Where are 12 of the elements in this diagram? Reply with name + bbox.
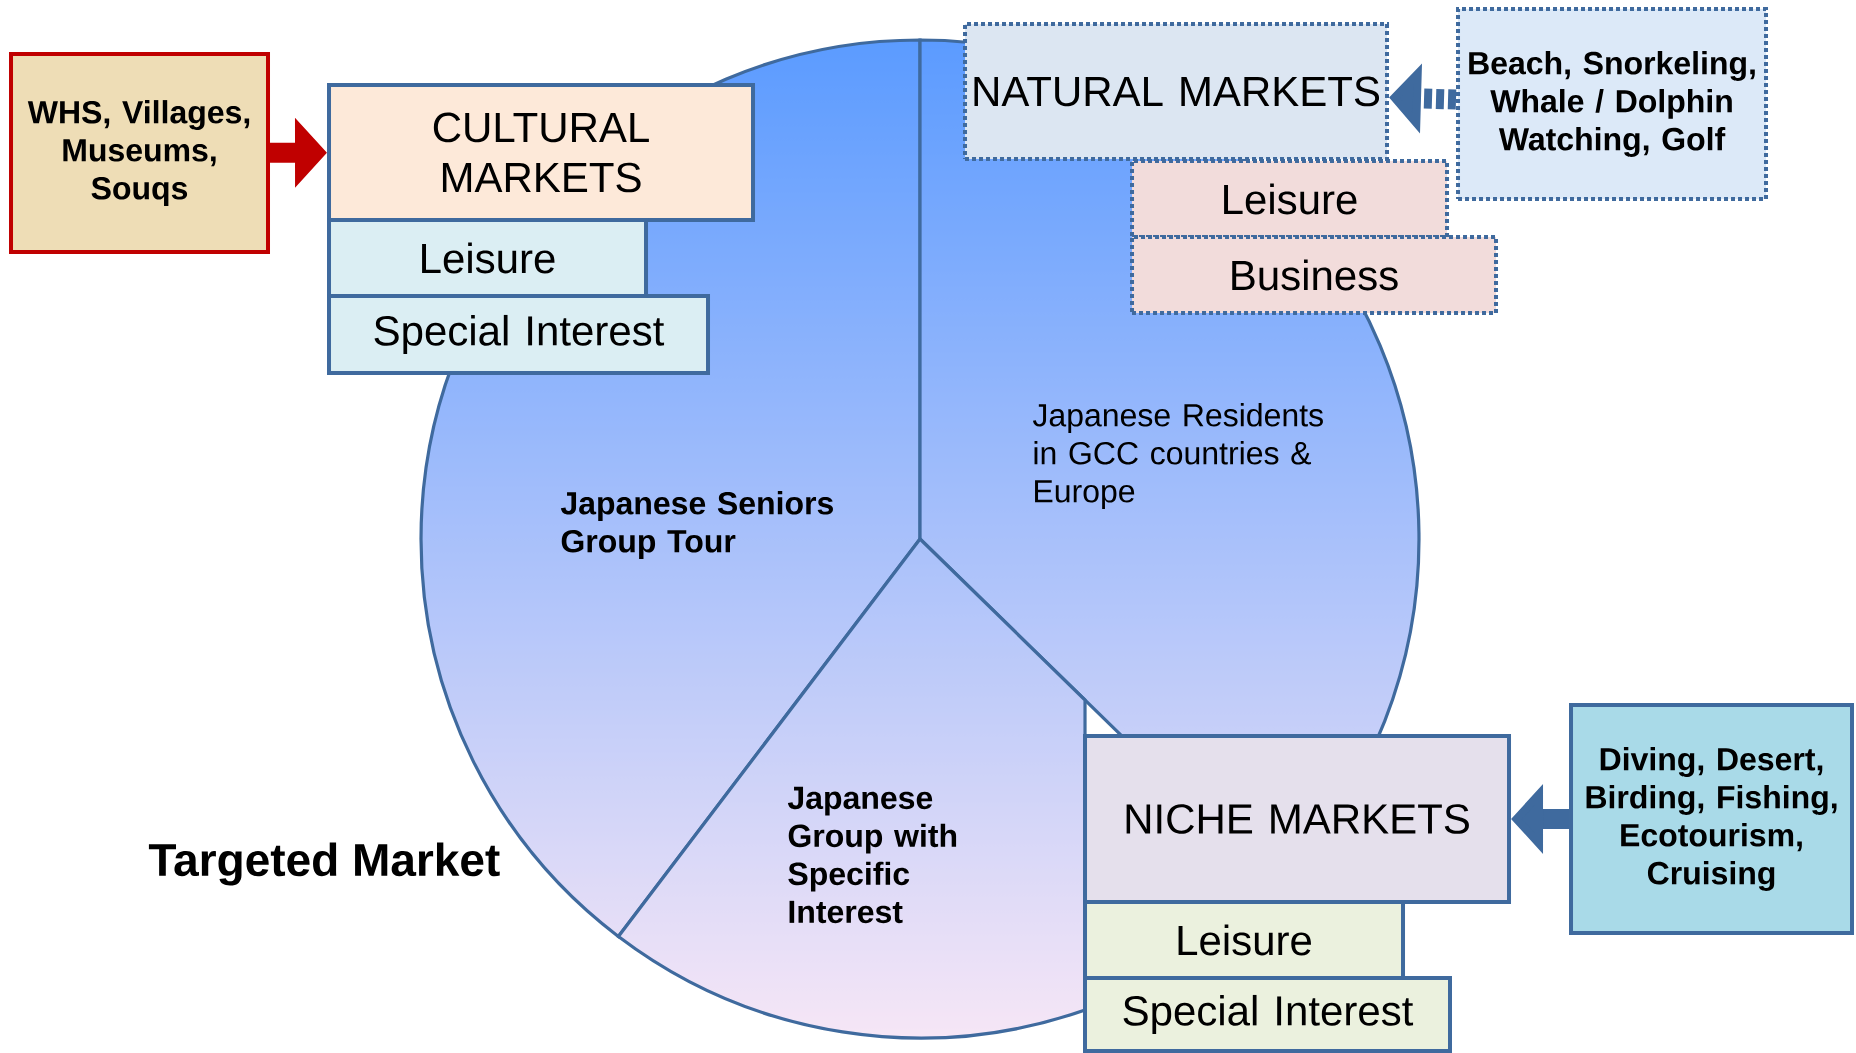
segment-box: Leisure (1130, 159, 1449, 239)
market-box: CULTURAL MARKETS (327, 83, 755, 222)
market-box: NICHE MARKETS (1083, 734, 1511, 904)
callout-box: Beach, Snorkeling, Whale / Dolphin Watching, Golf (1456, 7, 1768, 201)
callout-box: WHS, Villages, Museums, Souqs (9, 52, 270, 254)
callout-box: Diving, Desert, Birding, Fishing, Ecotourism, Cruising (1569, 703, 1854, 935)
segment-box: Special Interest (327, 294, 710, 375)
market-box: NATURAL MARKETS (963, 22, 1389, 161)
segment-box: Leisure (1083, 900, 1405, 980)
segment-box: Special Interest (1083, 976, 1452, 1053)
segment-box: Leisure (327, 218, 648, 298)
segment-box: Business (1130, 235, 1498, 315)
